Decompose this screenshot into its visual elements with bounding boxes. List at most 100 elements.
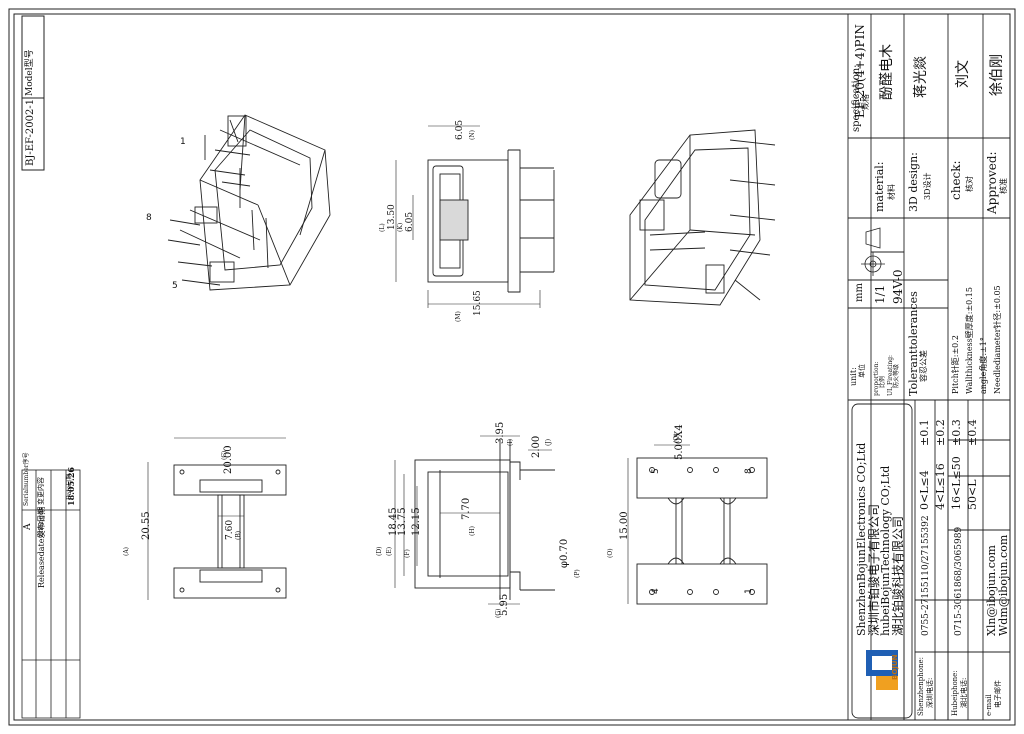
hb-phone-label-cn: 湖北电话: <box>960 677 968 708</box>
tol-range-4: 50<L <box>966 479 979 510</box>
company-line-1: ShenzhenBojunElectronics CO;Ltd <box>855 442 868 636</box>
design-label: 3D design: <box>907 152 920 212</box>
hb-phone-label: Hubeiphone: <box>951 670 959 716</box>
revision-header-no: Serialnumber序号 <box>23 452 30 506</box>
sz-phone-value: 0755-27155110/27155392 <box>921 515 931 636</box>
dim-15-65-tag: (M) <box>455 311 462 322</box>
dim-7-60-tag: (B) <box>235 530 242 540</box>
dim-12-15-tag: (F) <box>404 549 411 558</box>
bojun-logo-icon <box>866 650 898 690</box>
approved-label-cn: 核准 <box>999 178 1008 194</box>
dim-5-95-tag: (G) <box>495 608 502 618</box>
sz-phone-label-cn: 深圳电话: <box>926 677 934 708</box>
unit-label: unit: <box>849 367 858 386</box>
dim-13-75-tag: (E) <box>386 546 393 556</box>
tol-range-1: 0<L≤4 <box>918 470 931 510</box>
dim-0-70: φ0.70 <box>559 538 570 568</box>
title-block-frame <box>847 14 1010 720</box>
dim-18-45-tag: (D) <box>376 546 383 557</box>
unit-value: mm <box>854 283 865 302</box>
proportion-label-cn: 比例 <box>879 375 886 388</box>
dim-3-95-tag: (I) <box>507 438 514 446</box>
bottom-pin-4: 4 <box>651 588 661 594</box>
logo-text: BOJUN <box>891 654 899 680</box>
mail-label: e-mail <box>985 694 993 716</box>
tol-note-angle: angle角度:±1° <box>979 337 988 394</box>
dim-20-55: 20.55 <box>141 511 152 540</box>
model-label: Model型号 <box>25 49 35 96</box>
dim-12-15: 12.15 <box>411 507 422 536</box>
revision-row-no: A <box>23 523 33 531</box>
hb-phone-value: 0715-3061868/3065989 <box>954 526 964 636</box>
design-label-cn: 3D设计 <box>923 172 932 200</box>
pin-label-5: 5 <box>172 281 178 291</box>
tol-value-1: ±0.1 <box>918 419 931 446</box>
dim-7-60: 7.60 <box>225 519 235 540</box>
approved-value: 徐伯刚 <box>989 54 1005 96</box>
check-label: check: <box>949 160 963 200</box>
tol-value-2: ±0.2 <box>934 419 947 446</box>
revision-table <box>21 469 81 719</box>
proportion-value: 1/1 <box>873 284 887 304</box>
approved-label: Approved: <box>985 151 999 214</box>
mail-label-cn: 电子邮件 <box>994 680 1002 708</box>
dim-5-00-tag: (Q) <box>673 433 680 443</box>
model-value: BJ-EF-2002-1 <box>25 98 36 166</box>
company-line-4: 湖北铂骏科技有限公司 <box>891 515 905 636</box>
isometric-view-right <box>629 129 776 306</box>
fire-value: 94V-0 <box>891 269 905 304</box>
dim-3-95: 3.95 <box>495 421 506 444</box>
check-label-cn: 核对 <box>965 176 974 192</box>
dim-20-55-tag: (A) <box>123 546 130 556</box>
projection-symbol-icon <box>861 227 885 276</box>
dim-20-00-tag: (C) <box>221 450 228 460</box>
dim-7-70: 7.70 <box>461 497 472 520</box>
dim-2-00-tag: (J) <box>545 438 552 446</box>
tol-range-3: 16<L≤50 <box>950 456 963 510</box>
check-value: 刘文 <box>955 60 971 88</box>
material-value: 酚醛电木 <box>879 44 895 100</box>
dim-15-00: 15.00 <box>619 511 630 540</box>
unit-label-cn: 单位 <box>858 364 866 378</box>
spec-value: EF-20(4+4)PIN <box>853 24 867 118</box>
dim-15-00-tag: (O) <box>607 548 614 558</box>
dim-15-65: 15.65 <box>473 290 483 316</box>
side-section-view <box>395 125 555 308</box>
front-view <box>147 437 287 600</box>
model-box <box>21 15 45 171</box>
tol-note-needle: Needlediameter针径:±0.05 <box>993 285 1002 394</box>
dim-13-50-tag: (L) <box>379 223 386 232</box>
tol-note-wall: Wallthickness壁厚度:±0.15 <box>965 287 974 394</box>
company-line-3: hubeiBojunTechnology CO;Ltd <box>879 465 892 636</box>
pin-label-1: 1 <box>180 137 186 147</box>
dim-13-50: 13.50 <box>387 204 397 230</box>
tol-value-4: ±0.4 <box>966 419 979 446</box>
sz-phone-label: Shenzhenphone: <box>917 656 925 716</box>
bottom-pin-1: 1 <box>744 588 754 594</box>
tol-note-pitch: Pitch针距:±0.2 <box>951 335 960 394</box>
material-label-cn: 材料 <box>887 184 896 200</box>
tolerance-label-cn: 容忍公差 <box>919 350 928 382</box>
dim-6-05-top-tag: (N) <box>469 130 476 140</box>
dim-7-70-tag: (H) <box>469 526 476 536</box>
tol-range-2: 4<L≤16 <box>934 463 947 510</box>
dim-6-05-tag: (K) <box>397 222 404 232</box>
isometric-view-left <box>167 114 331 291</box>
material-label: material: <box>873 161 886 212</box>
middle-side-view <box>394 435 555 605</box>
bottom-pin-5: 5 <box>651 468 661 474</box>
mail-value-1: Xln@ibojun.com <box>985 545 998 636</box>
dim-6-05-top: 6.05 <box>455 119 465 140</box>
tolerance-label: Toleranttolerances <box>907 291 920 396</box>
design-value: 蒋光燚 <box>913 56 929 98</box>
dim-13-75: 13.75 <box>397 507 408 536</box>
dim-2-00: 2.00 <box>531 435 542 458</box>
fire-label-cn: 防火等级 <box>893 363 900 388</box>
dim-0-70-tag: (P) <box>574 569 581 578</box>
mail-value-2: Wdm@ibojun.com <box>997 534 1010 636</box>
dim-6-05: 6.05 <box>405 211 415 232</box>
bottom-pin-view <box>627 444 768 605</box>
revision-row-date: 18.05.26 <box>66 467 76 506</box>
pin-label-8: 8 <box>146 213 152 223</box>
